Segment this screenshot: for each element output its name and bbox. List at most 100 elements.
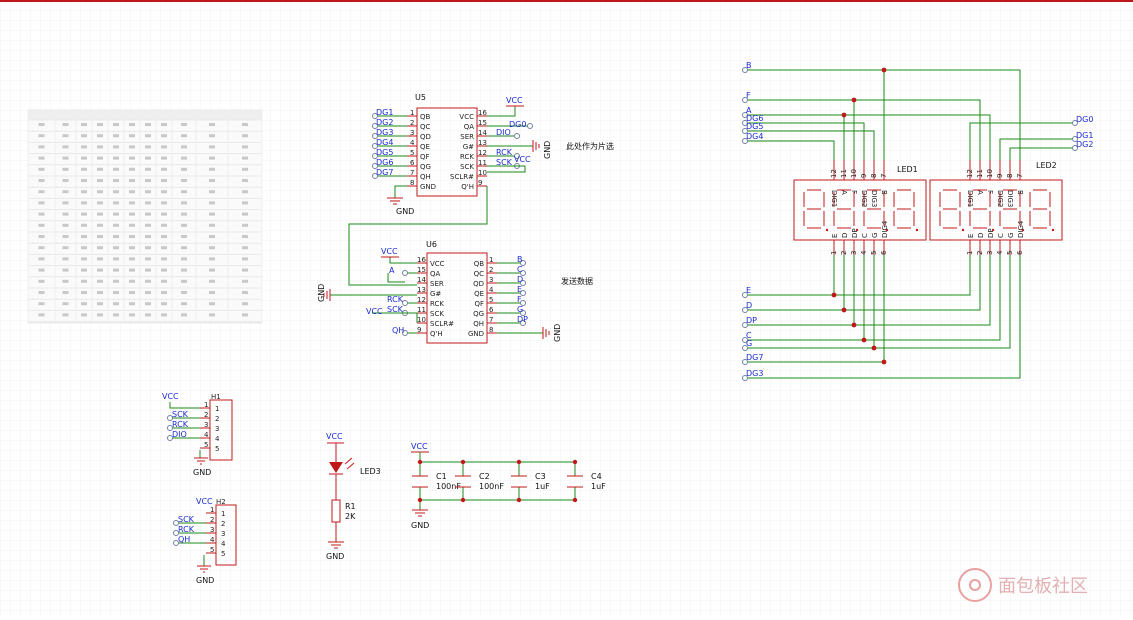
led3-indicator[interactable]: VCC LED3 R1 2K GND xyxy=(326,432,381,561)
table-cell xyxy=(62,123,69,126)
table-cell xyxy=(145,268,151,272)
u5-pin-name: QG xyxy=(420,163,431,171)
led2-body xyxy=(929,179,1063,241)
table-cell xyxy=(129,212,135,216)
table-cell xyxy=(81,291,87,294)
led-net-endpoint xyxy=(742,359,748,365)
table-cell xyxy=(145,156,151,160)
u5-pin-name: SER xyxy=(460,133,474,141)
led3-vcc: VCC xyxy=(326,432,343,441)
h2-net-label: SCK xyxy=(178,515,195,524)
header-h2[interactable]: H2 VCC GND xyxy=(196,497,237,585)
u6-pin-num: 9 xyxy=(417,326,421,334)
u5-shift-register[interactable]: U5 xyxy=(415,93,478,197)
table-cell xyxy=(145,223,151,227)
table-cell xyxy=(97,246,103,250)
u6-pin-name: SCLR# xyxy=(430,320,454,328)
table-cell xyxy=(242,145,248,149)
table-cell xyxy=(62,145,69,149)
h1-net-label: DIO xyxy=(172,430,187,439)
h2-vcc: VCC xyxy=(196,497,213,506)
table-cell xyxy=(242,223,248,227)
table-cell xyxy=(209,235,215,238)
u6-pin-name: QC xyxy=(474,270,485,278)
u6-pin-name: QF xyxy=(474,300,484,308)
decoupling-capacitors[interactable]: VCC GND xyxy=(411,442,576,530)
table-cell xyxy=(242,257,248,261)
led2-pin-label: DIG2 xyxy=(996,190,1004,207)
table-cell xyxy=(38,156,45,160)
table-cell xyxy=(62,302,69,306)
u6-pin-name: G# xyxy=(430,290,441,298)
table-cell xyxy=(62,212,69,216)
u6-scl-wire xyxy=(372,312,418,323)
table-cell xyxy=(181,212,187,216)
caps-vcc: VCC xyxy=(411,442,428,451)
h2-net-endpoint xyxy=(173,540,179,546)
u5-net-label: DG7 xyxy=(376,168,393,177)
u5-gnd2-label: GND xyxy=(396,207,414,216)
led-net-endpoint xyxy=(1072,136,1078,142)
led2-pin-num: 12 xyxy=(966,169,974,178)
table-cell xyxy=(161,246,167,250)
led2-pin-label: A xyxy=(976,190,984,195)
table-cell xyxy=(81,257,87,261)
table-cell xyxy=(129,246,135,250)
table-cell xyxy=(62,291,69,294)
table-cell xyxy=(181,156,187,160)
table-cell xyxy=(161,257,167,261)
table-cell xyxy=(181,268,187,272)
table-cell xyxy=(145,212,151,216)
u6-pin-name: QA xyxy=(430,270,441,278)
table-cell xyxy=(38,257,45,261)
table-cell xyxy=(242,123,248,126)
watermark-text: 面包板社区 xyxy=(998,576,1088,597)
table-cell xyxy=(97,235,103,238)
cap-ref: C1 xyxy=(436,472,447,481)
led-net-label: B xyxy=(746,61,752,70)
table-cell xyxy=(242,235,248,238)
u6-shift-register[interactable]: U6 xyxy=(426,240,488,344)
embedded-table-image[interactable] xyxy=(27,109,263,324)
u5-net-endpoint xyxy=(372,133,378,139)
table-cell xyxy=(129,201,135,205)
table-cell xyxy=(62,235,69,238)
header-h1[interactable]: H1 VCC GND xyxy=(162,392,233,477)
cap-junction xyxy=(417,459,423,465)
led2-pin-label: DIG4 xyxy=(1017,220,1025,238)
h2-pin-num: 2 xyxy=(221,520,225,528)
u5-net-endpoint xyxy=(514,153,520,159)
table-cell xyxy=(129,134,135,138)
u5-pin-name: SCK xyxy=(460,163,474,171)
u6-gnd-label: GND xyxy=(317,284,326,302)
table-cell xyxy=(113,279,119,283)
table-cell xyxy=(81,246,87,250)
led-net-label: DG7 xyxy=(746,353,763,362)
led-net-label: G xyxy=(746,339,752,348)
segment-dp xyxy=(991,228,995,232)
table-cell xyxy=(181,134,187,138)
table-cell xyxy=(129,145,135,149)
h2-pin-small: 3 xyxy=(210,526,214,534)
led-net-label: F xyxy=(746,91,751,100)
led2-pin-label: DP xyxy=(987,228,995,238)
u5-net-endpoint xyxy=(372,153,378,159)
u6-net-label: QH xyxy=(392,326,404,335)
u6-net-label: G xyxy=(517,305,523,314)
u6-vcc-label: VCC xyxy=(366,307,383,316)
led2-pin-num: 7 xyxy=(1016,174,1024,178)
u5-pin-num: 9 xyxy=(478,179,482,187)
u5-pin-num: 12 xyxy=(478,149,487,157)
u6-pin-name: SER xyxy=(430,280,444,288)
table-cell xyxy=(62,257,69,261)
u5-net-label: DIO xyxy=(496,128,511,137)
u6-pin-name: QD xyxy=(473,280,484,288)
segment-dp xyxy=(1051,228,1055,232)
u5-pin-name: QF xyxy=(420,153,430,161)
table-cell xyxy=(97,179,103,182)
u5-pin-name: QA xyxy=(464,123,475,131)
table-cell xyxy=(113,302,119,306)
